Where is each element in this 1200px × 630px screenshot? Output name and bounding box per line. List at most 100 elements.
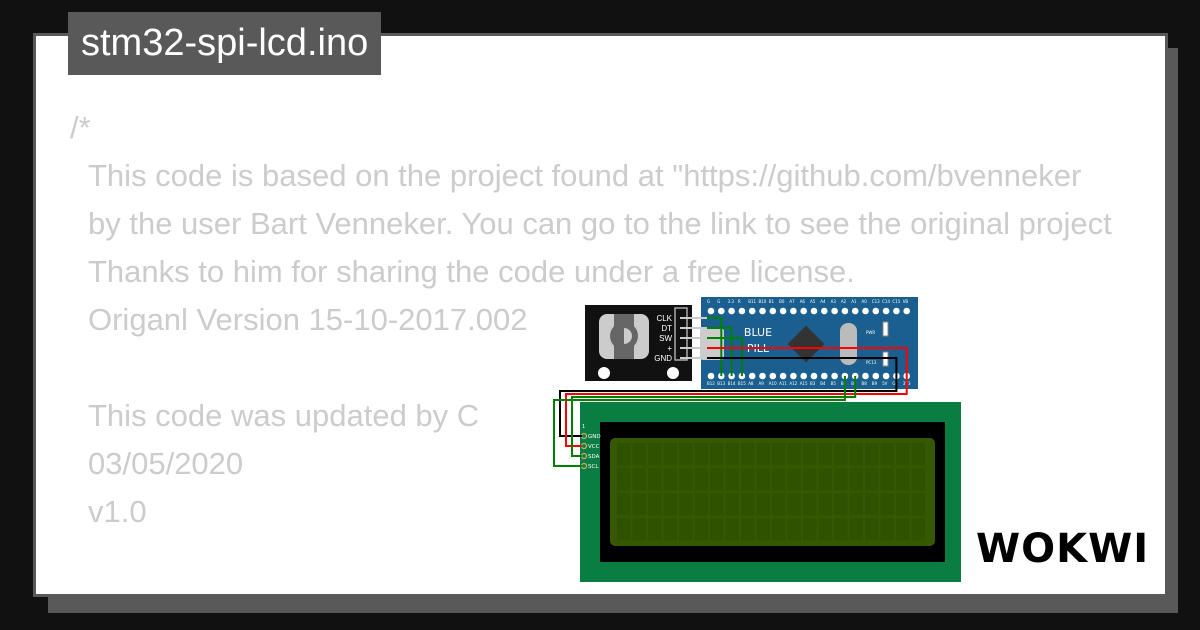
board-pin — [810, 307, 818, 315]
board-pin-label: B11 — [748, 299, 756, 304]
lcd-char-cell — [725, 493, 739, 516]
lcd-char-cell — [663, 493, 677, 516]
board-pin — [769, 307, 777, 315]
board-pin — [831, 307, 838, 315]
board-pin-label: A15 — [800, 381, 808, 386]
lcd-char-cell — [617, 518, 631, 541]
board-pin-label: A0 — [862, 299, 868, 304]
board-pin — [841, 307, 849, 315]
lcd-char-cell — [632, 493, 646, 516]
board-pin — [862, 307, 869, 315]
blue-pill-board: B12GB13GB143.3B15RA8B11A9B10A10B1A11B0A1… — [700, 297, 918, 389]
encoder-pin-label: SW — [659, 334, 672, 343]
board-pin — [718, 307, 725, 315]
board-pin-label: A4 — [820, 299, 826, 304]
lcd-char-cell — [756, 443, 770, 466]
board-pin-label: B15 — [738, 381, 746, 386]
lcd-char-cell — [865, 518, 879, 541]
wire-sw — [707, 337, 743, 376]
board-pin — [821, 307, 828, 315]
board-pin-label: A9 — [759, 381, 765, 386]
lcd-char-cell — [632, 518, 646, 541]
lcd-char-cell — [880, 493, 894, 516]
led-label: PC13 — [866, 360, 877, 365]
lcd-char-cell — [679, 518, 693, 541]
board-pin-label: C13 — [872, 299, 880, 304]
lcd-char-cell — [834, 493, 848, 516]
board-pin-label: C15 — [892, 299, 900, 304]
code-line: This code is based on the project found … — [88, 158, 1082, 193]
lcd-char-cell — [818, 443, 832, 466]
lcd-char-cell — [694, 468, 708, 491]
knob-flat — [624, 328, 632, 344]
board-pin-label: A5 — [810, 299, 816, 304]
lcd-char-cell — [725, 518, 739, 541]
lcd-char-cell — [710, 468, 724, 491]
pin-header — [674, 307, 688, 361]
lcd-char-cell — [849, 493, 863, 516]
code-line: This code was updated by C — [88, 398, 480, 433]
wokwi-logo: WOKWI — [976, 526, 1150, 572]
crystal — [840, 323, 857, 365]
lcd-char-cell — [725, 443, 739, 466]
lcd-char-cell — [710, 493, 724, 516]
lcd-char-cell — [896, 518, 910, 541]
board-pin — [882, 307, 890, 315]
encoder-pin-label: GND — [654, 354, 672, 363]
lcd-char-cell — [632, 443, 646, 466]
lcd-char-cell — [911, 518, 925, 541]
board-pin-label: B8 — [862, 381, 868, 386]
board-pin-label: B3 — [810, 381, 816, 386]
board-pin — [779, 372, 787, 380]
mcu-chip — [787, 325, 825, 363]
lcd-char-cell — [911, 493, 925, 516]
wire-vcc-board — [707, 347, 908, 376]
lcd-char-cell — [663, 468, 677, 491]
lcd-char-cell — [772, 468, 786, 491]
usb-connector — [700, 328, 724, 360]
lcd-char-cell — [694, 493, 708, 516]
lcd-char-cell — [772, 493, 786, 516]
code-line: 03/05/2020 — [88, 446, 244, 481]
lcd-char-cell — [648, 468, 662, 491]
board-pin-label: A11 — [779, 381, 787, 386]
board-pin-label: A12 — [789, 381, 797, 386]
lcd-char-cell — [648, 518, 662, 541]
board-pin — [903, 307, 911, 315]
lcd-char-cell — [849, 518, 863, 541]
lcd-char-cell — [741, 468, 755, 491]
lcd-char-cell — [818, 493, 832, 516]
lcd-char-cell — [741, 493, 755, 516]
board-pin — [769, 372, 777, 380]
mount-hole — [598, 367, 610, 379]
board-pin — [790, 307, 797, 315]
lcd-char-cell — [911, 468, 925, 491]
code-line: v1.0 — [88, 494, 147, 529]
board-pin — [872, 307, 880, 315]
lcd-char-cell — [834, 468, 848, 491]
board-pin — [831, 372, 838, 380]
board-pin-label: B13 — [717, 381, 725, 386]
board-pin — [893, 307, 900, 315]
lcd-char-cell — [834, 443, 848, 466]
board-pin-label: A6 — [800, 299, 806, 304]
board-pin-label: B1 — [769, 299, 775, 304]
encoder-pin-label: CLK — [656, 314, 672, 323]
lcd-char-cell — [617, 468, 631, 491]
lcd-char-cell — [772, 518, 786, 541]
code-line: /* — [70, 110, 91, 145]
board-pin — [790, 372, 797, 380]
code-line: Thanks to him for sharing the code under… — [88, 254, 855, 289]
board-label: BLUE — [744, 326, 772, 339]
lcd-pin-label: GND — [588, 434, 601, 440]
code-line: Origanl Version 15-10-2017.002 — [88, 302, 528, 337]
board-pin-label: G — [892, 381, 895, 386]
lcd-char-cell — [880, 468, 894, 491]
pin1-marker: 1 — [582, 424, 585, 430]
wire-scl — [553, 376, 846, 467]
board-pin — [779, 307, 787, 315]
lcd-char-cell — [818, 468, 832, 491]
board-pin-label: G — [717, 299, 720, 304]
